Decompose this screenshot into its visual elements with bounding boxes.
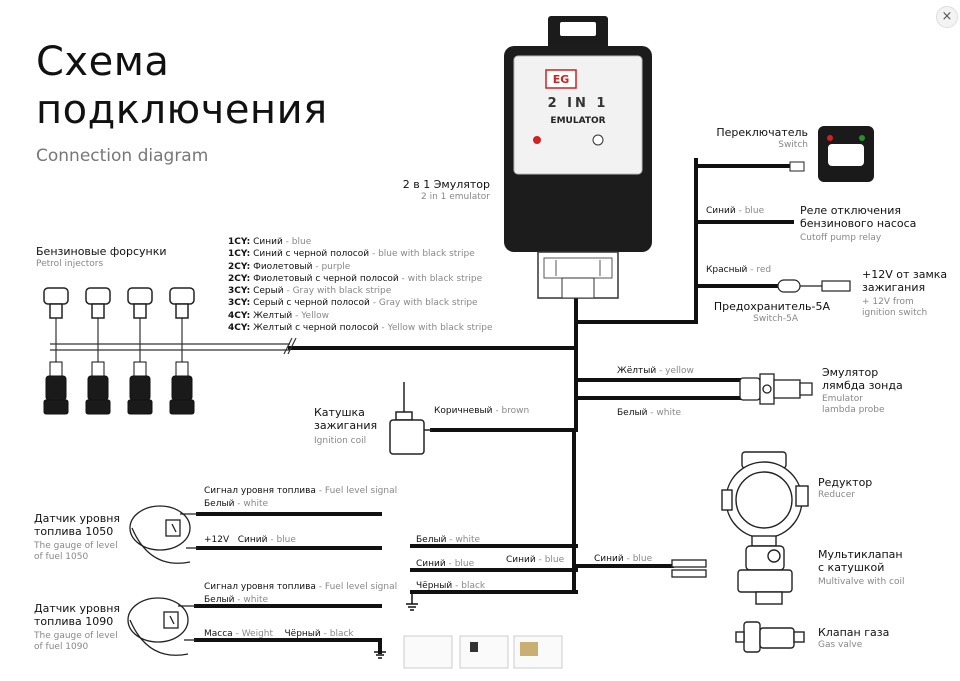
gauge1050-signal-label: Сигнал уровня топлива - Fuel level signa… [204, 486, 398, 496]
multivalve-connector [671, 559, 707, 578]
emulator-model: 2 IN 1 [547, 96, 609, 111]
gas-valve [735, 621, 805, 653]
gauge1090-white-label: Белый - white [204, 595, 269, 605]
fuse-label-en: Switch-5A [753, 314, 798, 324]
injector-wire-8: 4CY: Желтый с черной полосой - Yellow wi… [228, 323, 493, 334]
emulator-brand: EG [552, 73, 570, 86]
emulator-label-en: 2 in 1 emulator [421, 192, 490, 202]
injector-wire-2: 1CY: Синий с черной полосой - blue with … [228, 249, 475, 260]
injectors-label-en: Petrol injectors [36, 259, 104, 269]
injector-bottom-4 [169, 361, 195, 415]
reducer [721, 451, 809, 547]
lambda-probe [739, 373, 813, 405]
gauge1090-signal-label: Сигнал уровня топлива - Fuel level signa… [204, 582, 398, 592]
trunk-blue-label: Синий - blue [506, 555, 565, 565]
injector-wire-list: 1CY: Синий - blue 1CY: Синий с черной пол… [228, 236, 493, 334]
coil-wire-label: Коричневый - brown [434, 406, 530, 416]
title-line-2: подключения [36, 87, 328, 133]
injector-bottom-1 [43, 361, 69, 415]
injector-top-1 [43, 287, 69, 319]
red-wire-label: Красный - red [706, 265, 772, 275]
multivalve [737, 545, 793, 605]
lambda-yellow-label: Жёлтый - yellow [617, 366, 694, 376]
bottom-blue-label: Синий - blue [416, 559, 475, 569]
switch-device [789, 126, 874, 182]
injector-wire-1: 1CY: Синий - blue [228, 237, 312, 247]
injector-wire-7: 4CY: Желтый - Yellow [228, 310, 329, 321]
lambda-white-label: Белый - white [617, 408, 682, 418]
coil-label-en: Ignition coil [314, 436, 367, 446]
gauge1050-12v-label: +12V Синий - blue [204, 535, 296, 545]
injector-wire-4: 2CY: Фиолетовый с черной полосой - with … [228, 273, 483, 284]
injector-wire-6: 3CY: Серый с черной полосой - Gray with … [228, 298, 478, 309]
title-line-1: Схема [36, 39, 170, 85]
gas-valve-label-ru: Клапан газа [818, 626, 890, 639]
gauge1050-white-label: Белый - white [204, 499, 269, 509]
page-subtitle: Connection diagram [36, 146, 209, 166]
thumbnails [403, 635, 563, 669]
page-title: Схема подключения [36, 38, 328, 134]
injector-wire-3: 2CY: Фиолетовый - purple [228, 261, 351, 272]
pump-relay-label-en: Cutoff pump relay [800, 233, 882, 243]
gauge-1050 [129, 505, 198, 564]
injectors-label-ru: Бензиновые форсунки [36, 245, 167, 258]
fuse [777, 279, 851, 293]
ignition-coil [389, 382, 432, 455]
close-icon[interactable]: × [936, 6, 958, 28]
gauge1090-mass-label: Масса - Weight Чёрный - black [204, 629, 354, 639]
pump-relay-wire-label: Синий - blue [706, 206, 765, 216]
injector-bottom-3 [127, 361, 153, 415]
emulator-device [504, 16, 652, 299]
switch-label-en: Switch [778, 140, 808, 150]
gas-valve-label-en: Gas valve [818, 640, 863, 650]
gauge-1090 [127, 597, 196, 656]
bottom-white-label: Белый - white [416, 535, 481, 545]
emulator-label-ru: 2 в 1 Эмулятор [402, 178, 490, 191]
reducer-label-ru: Редуктор [818, 476, 873, 489]
injector-bottom-2 [85, 361, 111, 415]
fuse-label-ru: Предохранитель-5А [713, 300, 830, 313]
bottom-black-label: Чёрный - black [416, 581, 486, 591]
multivalve-blue-label: Синий - blue [594, 554, 653, 564]
injector-top-4 [169, 287, 195, 319]
multivalve-label-en: Multivalve with coil [818, 577, 905, 587]
reducer-label-en: Reducer [818, 490, 855, 500]
injector-top-2 [85, 287, 111, 319]
injector-wire-5: 3CY: Серый - Gray with black stripe [228, 286, 392, 297]
emulator-name: EMULATOR [550, 116, 606, 126]
switch-label-ru: Переключатель [716, 126, 808, 139]
injector-top-3 [127, 287, 153, 319]
